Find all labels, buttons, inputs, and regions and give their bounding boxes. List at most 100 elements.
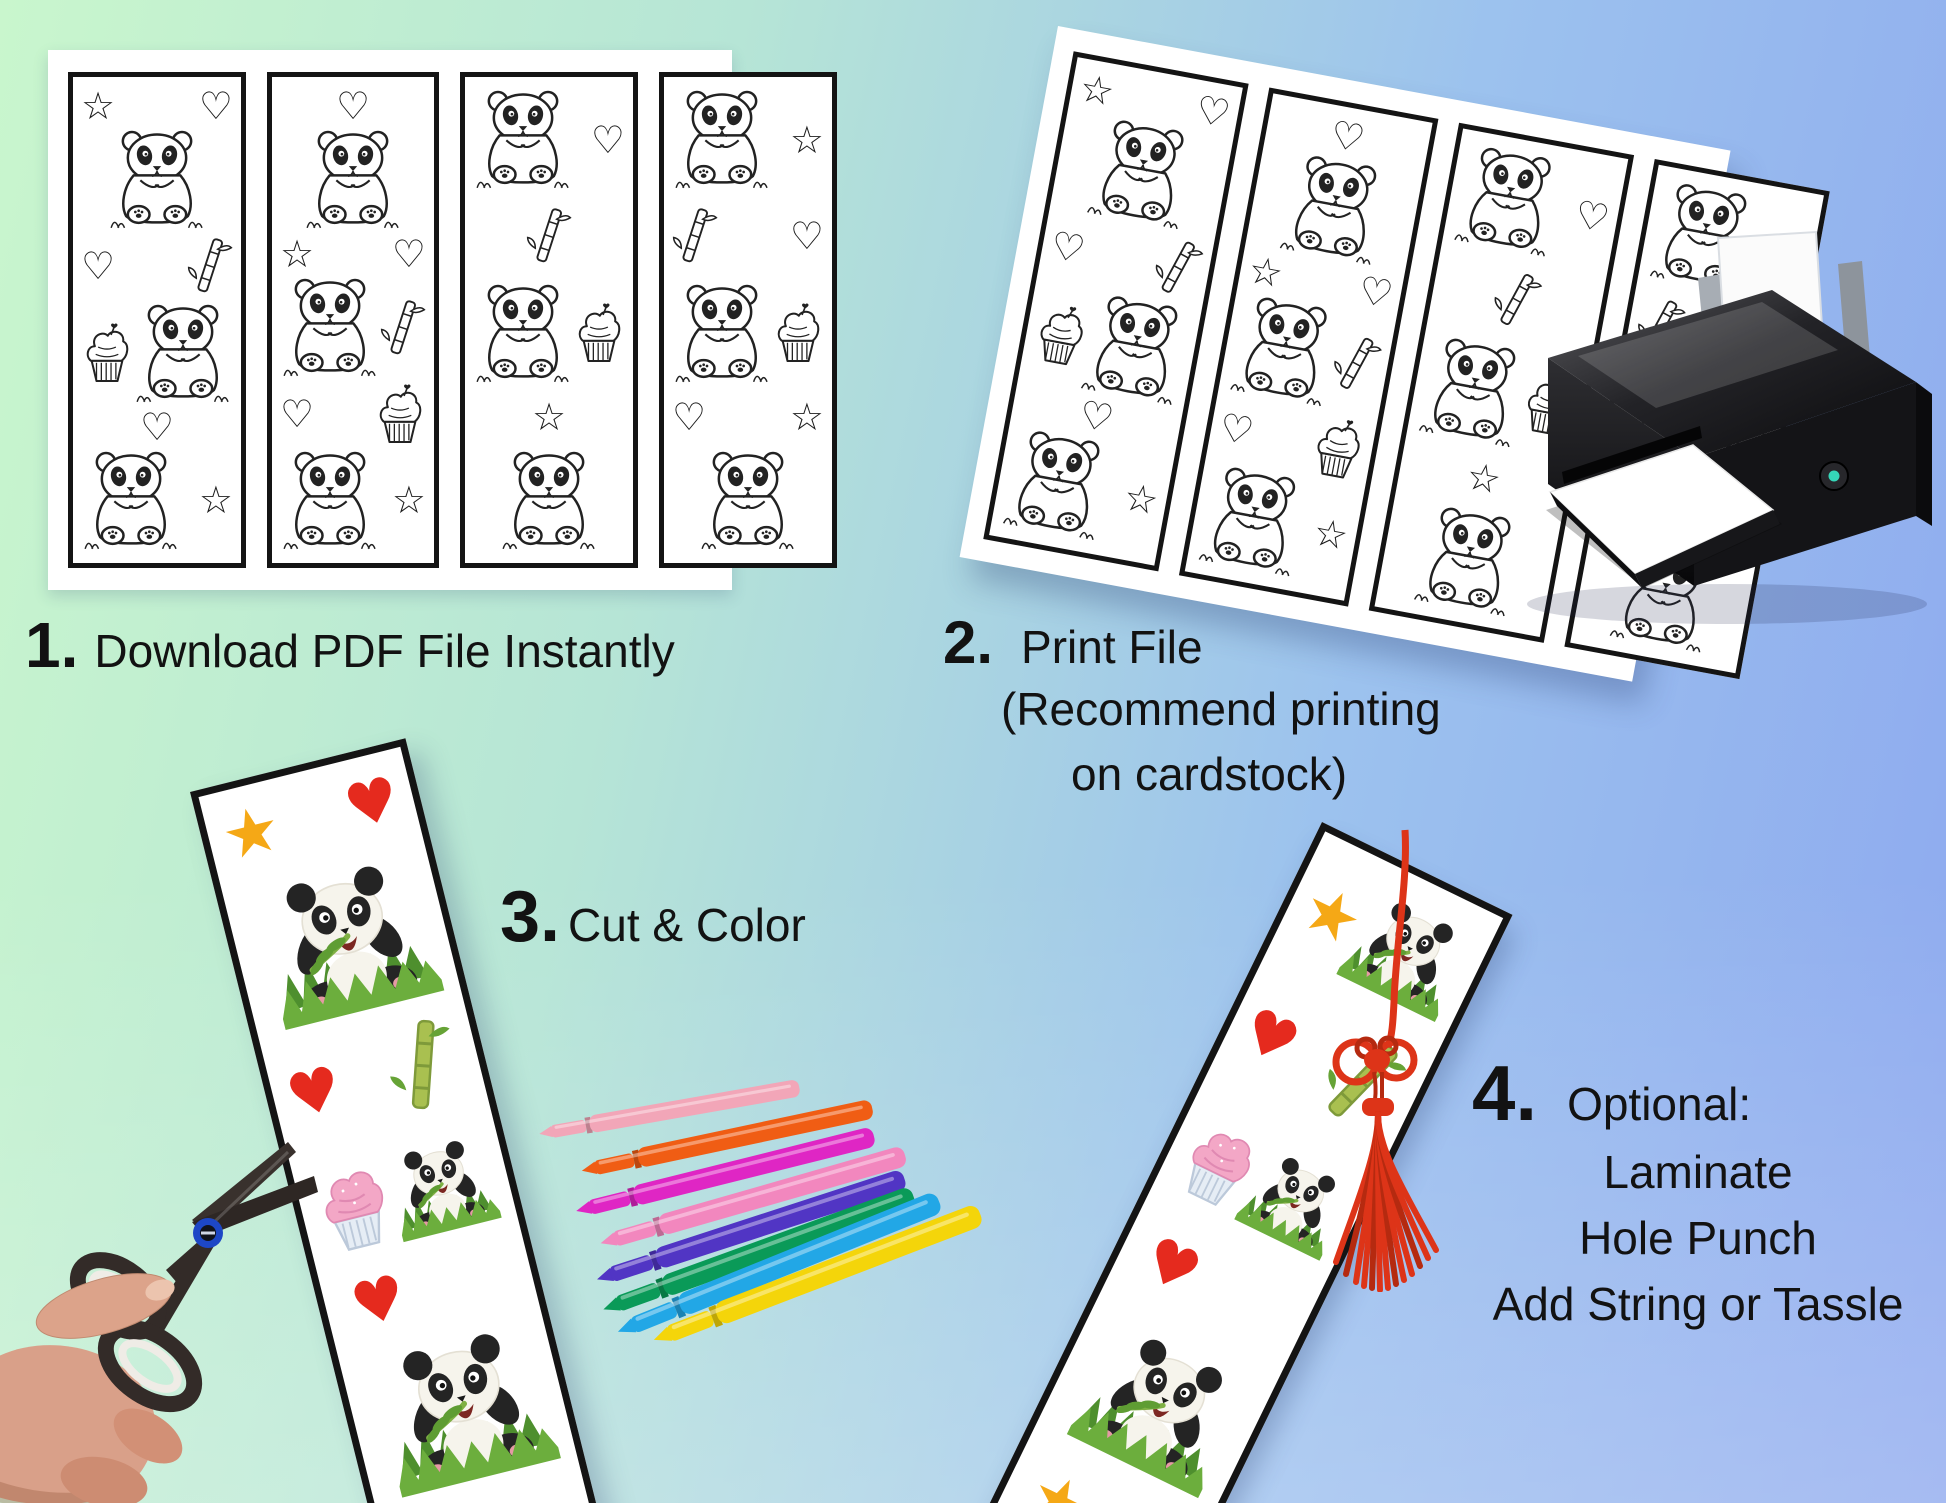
panda-icon [280, 275, 380, 380]
heart-icon: ♡ [672, 394, 707, 439]
star-icon: ☆ [280, 231, 315, 276]
bookmark-row: ☆ [77, 448, 237, 553]
heart-icon: ♥ [1132, 1223, 1212, 1310]
cupcake-icon [374, 383, 426, 446]
marker-pen [597, 1170, 906, 1281]
step-2-subtitle: on cardstock) [1071, 748, 1348, 801]
thumb-nail [145, 1279, 175, 1301]
heart-icon: ♡ [280, 392, 315, 437]
panda-icon [1275, 149, 1392, 270]
bookmark-row [469, 281, 629, 386]
step-4-subtitle: Add String or Tassle [1492, 1278, 1904, 1331]
tassel-cord [1384, 829, 1409, 1049]
tassel-illustration [1332, 829, 1439, 1292]
panda-icon [1410, 500, 1527, 621]
heart-icon: ♡ [139, 404, 175, 449]
bamboo-icon [526, 204, 572, 268]
heart-icon: ♡ [789, 214, 824, 259]
printer-top [1548, 290, 1916, 458]
power-led-icon [1828, 470, 1840, 482]
step-2-subtitle: (Recommend printing [1001, 683, 1441, 735]
bookmark-row: ♡ [77, 234, 237, 298]
panda-icon [672, 87, 772, 192]
bookmark-row: ☆♡ [276, 235, 430, 273]
panda-icon [1226, 290, 1343, 411]
bookmark-row [668, 281, 828, 386]
cupcake-icon [573, 302, 625, 365]
tassel-strands [1333, 1111, 1439, 1292]
bamboo-icon [187, 234, 233, 298]
bookmark-panel: ☆♡♡♡☆ [68, 72, 246, 568]
step-4-subtitle: Laminate [1603, 1146, 1793, 1198]
step-4-number: 4. [1472, 1049, 1538, 1137]
marker-pen [653, 1205, 982, 1341]
panda-icon [1194, 460, 1311, 581]
panda-icon [672, 281, 772, 386]
printer-output-slot [1562, 426, 1702, 484]
tassel-wrap [1362, 1098, 1394, 1116]
star-icon: ★ [214, 790, 289, 877]
heart-icon: ♡ [198, 84, 233, 128]
star-icon: ☆ [1310, 509, 1352, 560]
panda-icon [1061, 1306, 1262, 1503]
hand-finger [113, 1408, 183, 1464]
panda-icon [473, 281, 573, 386]
heart-icon: ♡ [1215, 404, 1258, 455]
step-1-number: 1. [25, 609, 79, 681]
panda-icon [245, 835, 449, 1039]
star-icon: ☆ [391, 478, 426, 523]
heart-icon: ♡ [1326, 111, 1369, 162]
heart-icon: ♥ [1230, 993, 1310, 1081]
bookmark-row: ☆ [469, 398, 629, 436]
panda-icon [999, 423, 1116, 544]
marker-pen [600, 1147, 906, 1246]
bookmark-panel: ♡☆♡♡☆ [267, 72, 439, 568]
panda-icon [1077, 288, 1194, 409]
bookmark-row: ♡ [276, 87, 430, 125]
bookmark-row [77, 127, 237, 232]
bamboo-icon [380, 296, 426, 360]
cupcake-icon [1306, 412, 1369, 483]
panda-icon [698, 448, 798, 553]
star-icon: ☆ [1244, 247, 1287, 297]
marker-pen [539, 1080, 800, 1138]
step-4-caption: 4. Optional: Laminate Hole Punch Add Str… [1450, 1048, 1946, 1338]
star-icon: ☆ [1076, 65, 1118, 115]
marker-pen [576, 1128, 875, 1214]
tassel-knot [1364, 1049, 1390, 1071]
star-icon: ★ [1016, 1456, 1101, 1503]
step-3-number: 3. [500, 877, 561, 957]
heart-icon: ♡ [335, 84, 371, 128]
star-icon: ☆ [81, 84, 116, 128]
heart-icon: ♡ [391, 231, 426, 276]
cupcake-icon [772, 302, 824, 365]
step-2-caption: 2. Print File (Recommend printing on car… [943, 608, 1441, 808]
bookmark-row [276, 275, 430, 380]
scissors-blade [192, 1142, 296, 1233]
star-icon: ☆ [789, 394, 824, 439]
star-icon: ☆ [1120, 474, 1162, 525]
cupcake-icon [81, 322, 133, 385]
star-icon: ☆ [198, 478, 233, 523]
hand-finger [60, 1456, 148, 1503]
bookmark-row: ♡ [276, 383, 430, 446]
bamboo-icon [672, 204, 718, 268]
panda-icon [280, 448, 380, 553]
star-icon: ☆ [1463, 453, 1505, 503]
bookmark-row: ♡ [77, 408, 237, 446]
bookmark-row [668, 448, 828, 553]
printer-output-tray [1635, 510, 1780, 588]
printer-illustration [1527, 230, 1932, 624]
marker-pen [581, 1100, 873, 1175]
panda-icon [473, 87, 573, 192]
bookmark-row [469, 204, 629, 268]
printer-paper-support [1838, 261, 1870, 362]
bookmark-row [276, 127, 430, 232]
panda-icon [1083, 113, 1200, 234]
heart-icon: ♡ [1355, 267, 1397, 317]
panda-icon [81, 448, 181, 553]
bamboo-icon [1149, 233, 1206, 304]
bookmark-row: ☆ [668, 87, 828, 192]
step-3-title: Cut & Color [568, 899, 806, 951]
step-2-title: Print File [1021, 621, 1203, 673]
